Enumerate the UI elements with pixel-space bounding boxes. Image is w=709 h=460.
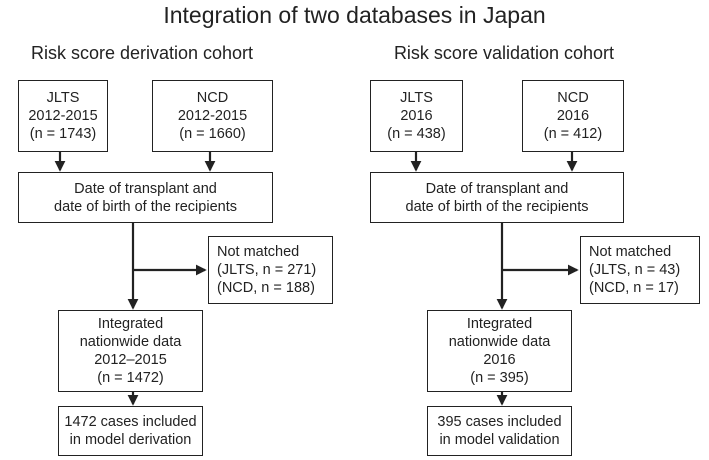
derivation-cohort-heading: Risk score derivation cohort — [30, 43, 254, 63]
box-line: 395 cases included — [437, 414, 562, 430]
box-line: (JLTS, n = 43) — [589, 262, 681, 278]
derivation-integrated-box: Integrated nationwide data 2012–2015 (n … — [58, 310, 203, 392]
ncd-validation-box: NCD 2016 (n = 412) — [522, 80, 624, 152]
validation-final-box: 395 cases included in model validation — [427, 406, 572, 456]
box-line: JLTS — [46, 90, 80, 106]
derivation-not-matched-box: Not matched (JLTS, n = 271) (NCD, n = 18… — [208, 236, 333, 304]
box-line: 1472 cases included — [64, 414, 197, 430]
box-line: (n = 438) — [387, 126, 446, 142]
box-line: (n = 1743) — [29, 126, 97, 142]
box-line: 2016 — [556, 108, 590, 124]
box-line: date of birth of the recipients — [405, 198, 589, 215]
box-line: 2012–2015 — [94, 352, 167, 368]
box-line: in model validation — [439, 432, 560, 448]
box-line: nationwide data — [448, 334, 551, 350]
box-line: date of birth of the recipients — [54, 198, 237, 215]
box-line: (n = 1472) — [97, 370, 164, 386]
box-line: (NCD, n = 17) — [589, 280, 679, 296]
box-line: JLTS — [400, 90, 433, 106]
box-line: (n = 395) — [470, 370, 529, 386]
validation-cohort-heading: Risk score validation cohort — [393, 43, 615, 63]
box-line: NCD — [196, 90, 229, 106]
box-line: 2012-2015 — [177, 108, 248, 124]
box-line: Not matched — [217, 244, 300, 260]
jlts-validation-box: JLTS 2016 (n = 438) — [370, 80, 463, 152]
box-line: 2012-2015 — [28, 108, 98, 124]
box-line: in model derivation — [69, 432, 192, 448]
ncd-derivation-box: NCD 2012-2015 (n = 1660) — [152, 80, 273, 152]
box-line: (NCD, n = 188) — [217, 280, 315, 296]
validation-match-box: Date of transplant and date of birth of … — [370, 172, 624, 223]
jlts-derivation-box: JLTS 2012-2015 (n = 1743) — [18, 80, 108, 152]
box-line: (JLTS, n = 271) — [217, 262, 317, 278]
validation-integrated-box: Integrated nationwide data 2016 (n = 395… — [427, 310, 572, 392]
box-line: Date of transplant and — [425, 180, 569, 197]
box-line: NCD — [557, 90, 589, 106]
box-line: Integrated — [466, 316, 533, 332]
box-line: Integrated — [97, 316, 164, 332]
diagram-title: Integration of two databases in Japan — [163, 2, 546, 28]
box-line: 2016 — [400, 108, 433, 124]
box-line: 2016 — [483, 352, 516, 368]
box-line: Date of transplant and — [74, 180, 217, 197]
box-line: (n = 412) — [543, 126, 603, 142]
box-line: Not matched — [589, 244, 672, 260]
derivation-match-box: Date of transplant and date of birth of … — [18, 172, 273, 223]
derivation-final-box: 1472 cases included in model derivation — [58, 406, 203, 456]
box-line: nationwide data — [79, 334, 182, 350]
validation-not-matched-box: Not matched (JLTS, n = 43) (NCD, n = 17) — [580, 236, 700, 304]
box-line: (n = 1660) — [179, 126, 246, 142]
